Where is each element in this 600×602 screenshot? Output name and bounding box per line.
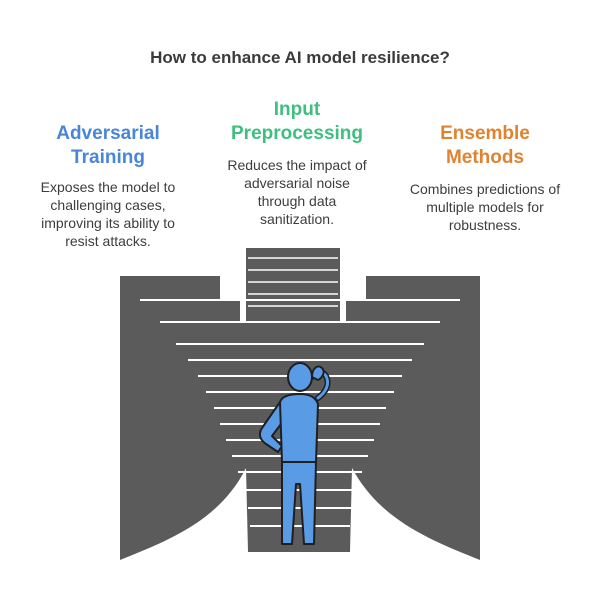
thinking-person-icon (258, 362, 331, 545)
column-description: Combines predictions of multiple models … (409, 181, 561, 233)
column-heading: Ensemble Methods (440, 123, 530, 168)
column-heading: Input Preprocessing (231, 99, 363, 144)
figure-hand (311, 365, 325, 381)
figure-arm-left (258, 401, 285, 453)
figure-head (287, 362, 313, 392)
page-title: How to enhance AI model resilience? (150, 48, 450, 67)
column-heading: Adversarial Training (56, 123, 160, 168)
figure-torso (279, 393, 319, 463)
column-ensemble-methods: Ensemble Methods Combines predictions of… (382, 122, 588, 234)
figure-legs (281, 461, 317, 545)
column-input-preprocessing: Input Preprocessing Reduces the impact o… (197, 98, 397, 228)
column-description: Reduces the impact of adversarial noise … (227, 157, 367, 227)
column-adversarial-training: Adversarial Training Exposes the model t… (8, 122, 208, 250)
column-description: Exposes the model to challenging cases, … (40, 179, 176, 249)
